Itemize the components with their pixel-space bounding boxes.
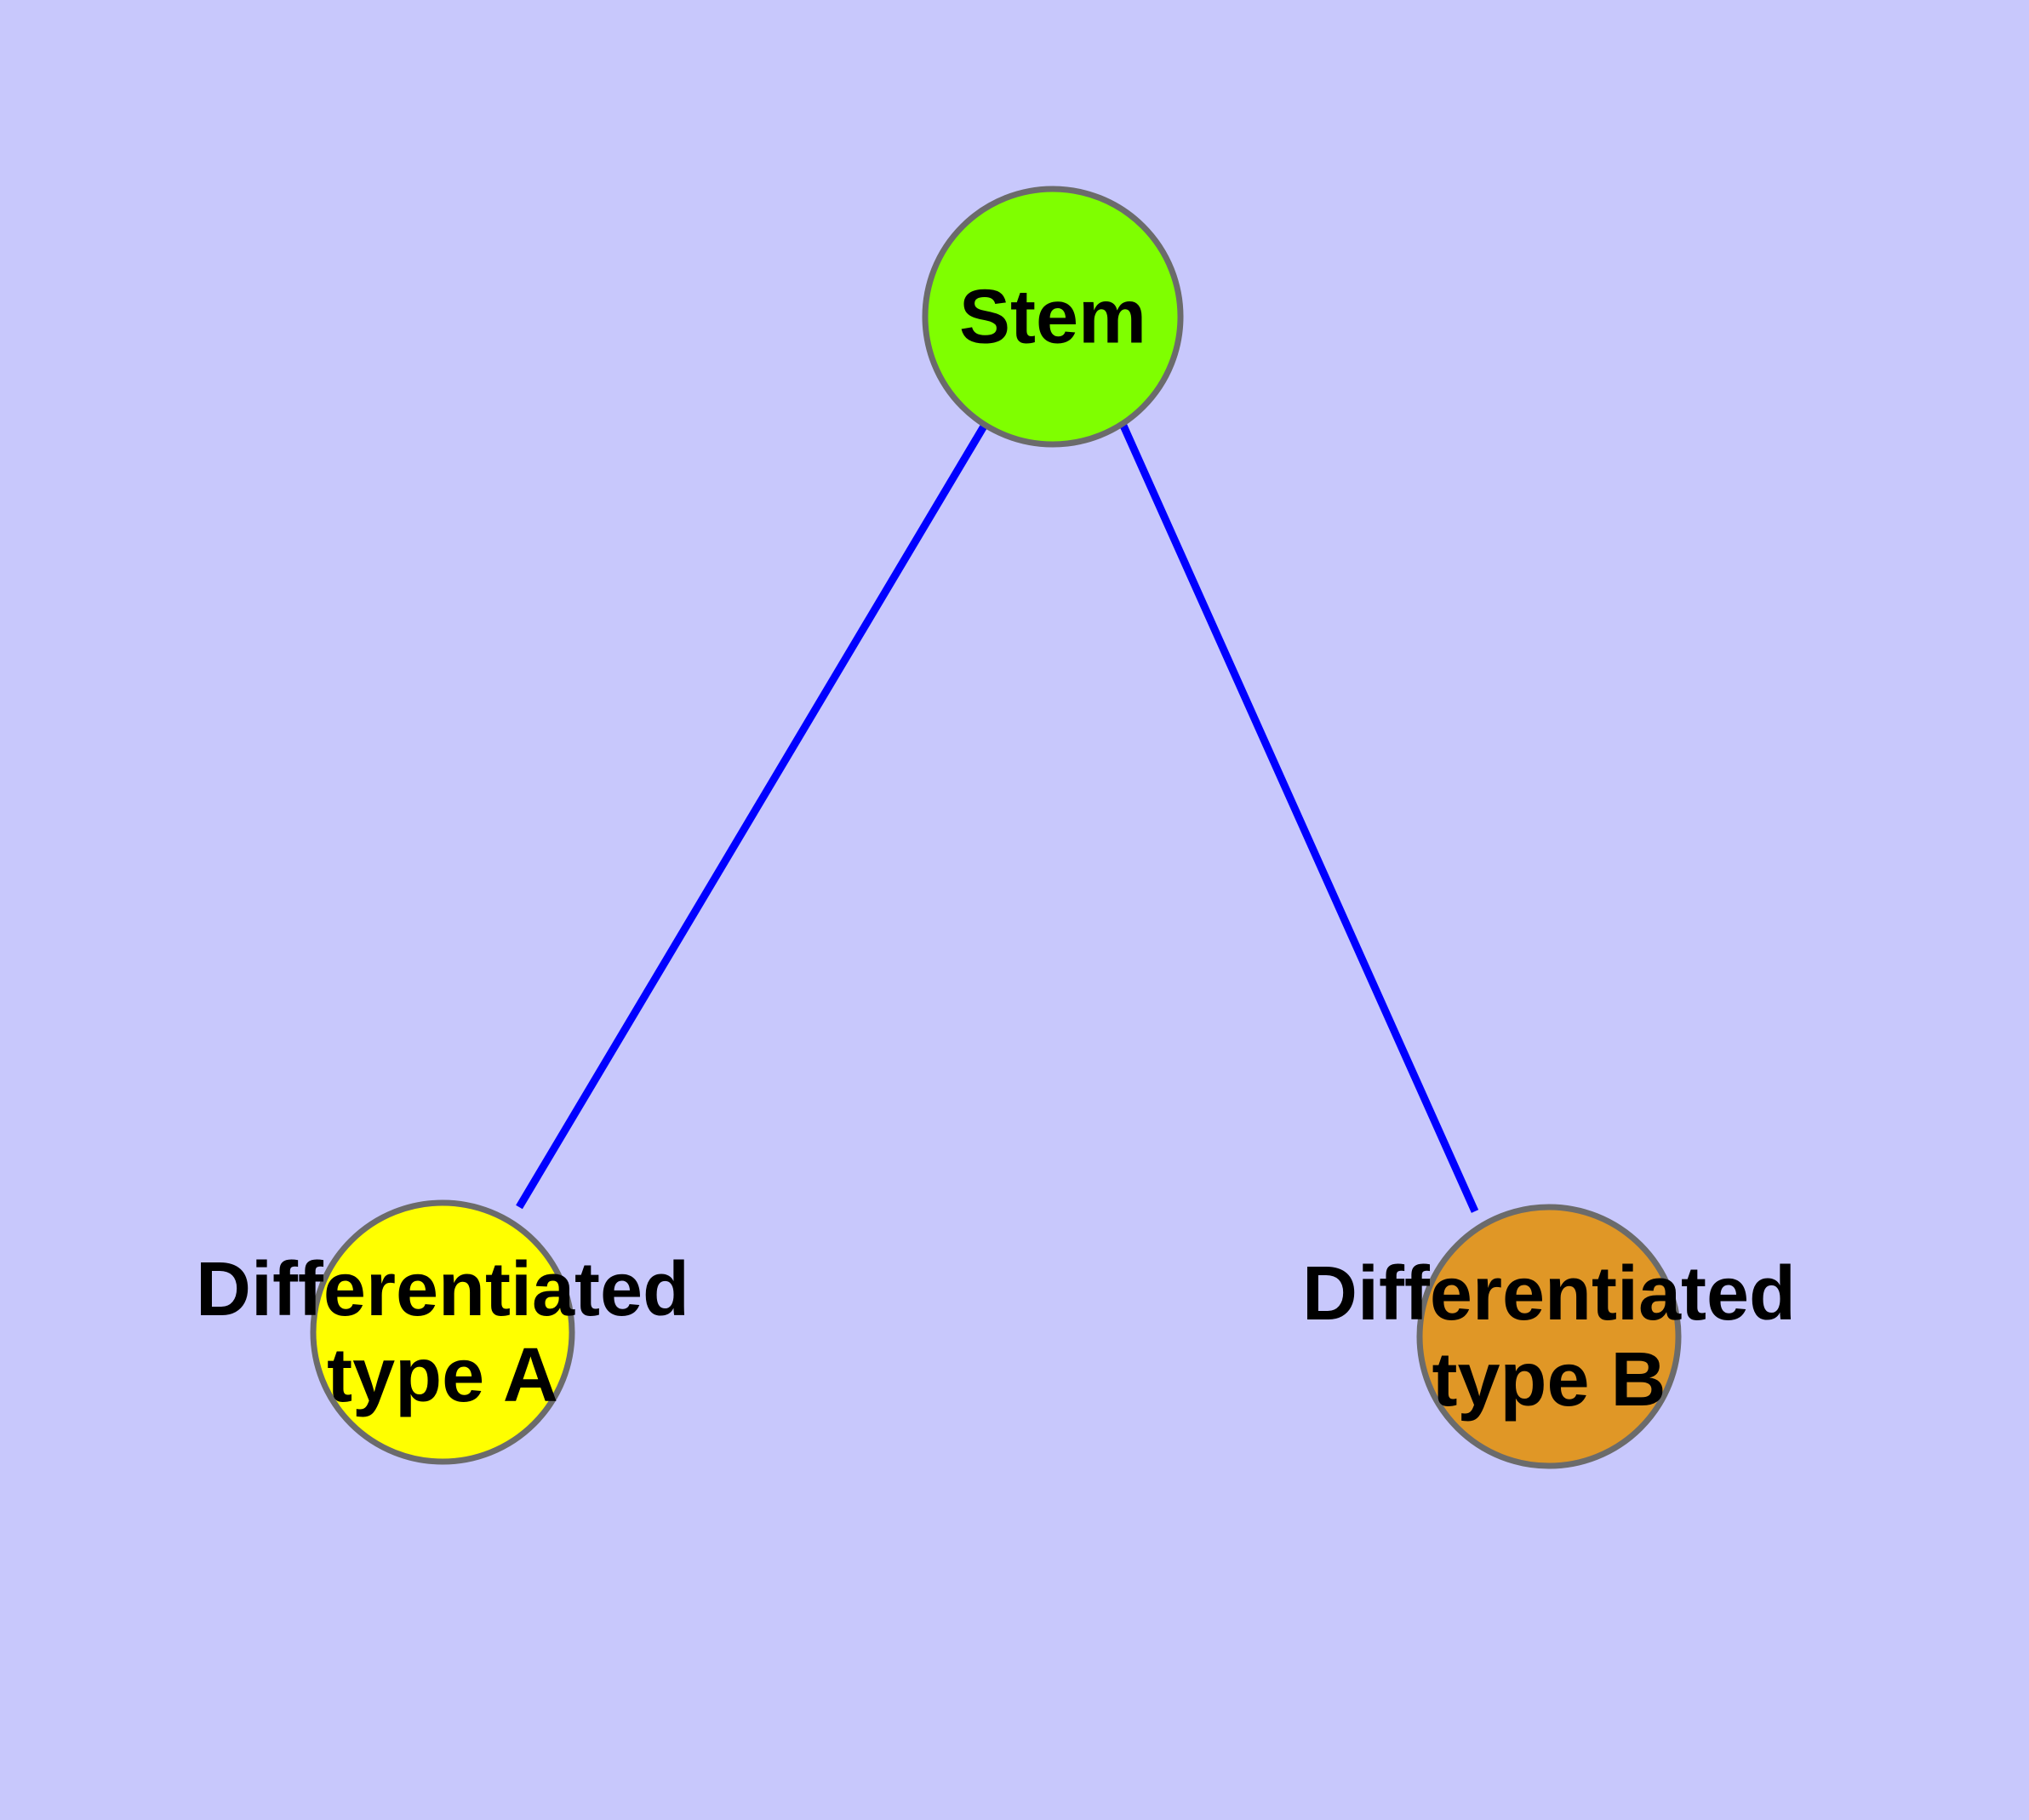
edge-layer <box>516 422 1479 1213</box>
node-diff-b-circle[interactable] <box>1416 1204 1682 1469</box>
label-line: type B <box>1432 1337 1666 1422</box>
node-stem-label: Stem <box>959 275 1146 360</box>
node-stem[interactable] <box>922 186 1184 448</box>
label-line: Differentiated <box>196 1247 689 1332</box>
edge-stem-to-diff-a[interactable] <box>516 422 988 1210</box>
node-diff-a[interactable] <box>310 1199 575 1465</box>
label-line: Stem <box>959 275 1146 360</box>
edge-stem-to-diff-b[interactable] <box>1119 424 1479 1213</box>
node-diff-a-circle[interactable] <box>310 1199 575 1465</box>
label-line: Differentiated <box>1302 1251 1796 1336</box>
label-line: type A <box>327 1333 558 1418</box>
node-layer <box>310 186 1682 1469</box>
node-stem-circle[interactable] <box>922 186 1184 448</box>
node-diff-b[interactable] <box>1416 1204 1682 1469</box>
